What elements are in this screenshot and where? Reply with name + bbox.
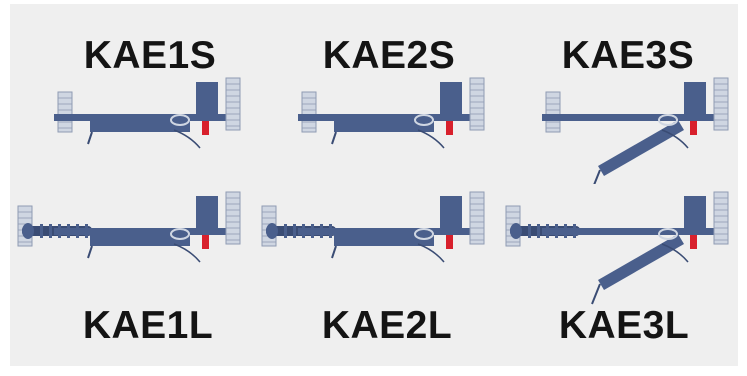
- label-kae3s: KAE3S: [561, 34, 695, 77]
- vertical-block: [196, 196, 218, 230]
- spring-wire: [661, 129, 689, 149]
- vertical-block: [440, 82, 462, 116]
- label-kae1s: KAE1S: [83, 34, 217, 77]
- clamp-hook: [87, 245, 93, 259]
- latch-curl: [658, 114, 678, 126]
- bolt-icon: [713, 191, 729, 245]
- latch-curl: [170, 228, 190, 240]
- rail-bar: [54, 228, 240, 235]
- clamp-hook: [591, 283, 601, 305]
- rail-bar: [298, 228, 484, 235]
- red-indicator: [690, 121, 697, 135]
- rail-bar: [542, 114, 728, 121]
- latch-curl: [170, 114, 190, 126]
- clamp-body: [90, 232, 190, 246]
- clamp-body: [334, 118, 434, 132]
- clamp-hook: [593, 169, 601, 184]
- red-indicator: [202, 235, 209, 249]
- latch-curl: [658, 228, 678, 240]
- red-indicator: [446, 235, 453, 249]
- red-indicator: [690, 235, 697, 249]
- spring-wire: [173, 129, 201, 149]
- rail-bar: [542, 228, 728, 235]
- label-kae1l: KAE1L: [82, 304, 214, 347]
- device-kae1l: [17, 191, 241, 263]
- angled-clamp-arm: [598, 234, 684, 290]
- device-kae3s: [542, 77, 729, 184]
- product-variant-panel: [10, 4, 738, 366]
- device-kae3l: [505, 191, 729, 305]
- bolt-icon: [469, 191, 485, 245]
- angled-clamp-arm: [598, 120, 684, 176]
- bolt-icon: [57, 91, 73, 133]
- bolt-icon: [225, 191, 241, 245]
- vertical-block: [684, 82, 706, 116]
- clamp-hook: [331, 131, 337, 145]
- bolt-icon: [545, 91, 561, 133]
- clamp-hook: [87, 131, 93, 145]
- latch-curl: [414, 114, 434, 126]
- device-kae2s: [298, 77, 485, 149]
- bolt-icon: [713, 77, 729, 131]
- clamp-hook: [331, 245, 337, 259]
- bolt-icon: [301, 91, 317, 133]
- bolt-icon: [225, 77, 241, 131]
- vertical-block: [684, 196, 706, 230]
- latch-curl: [414, 228, 434, 240]
- label-kae2l: KAE2L: [321, 304, 453, 347]
- spring-wire: [661, 243, 689, 263]
- device-kae2l: [261, 191, 485, 263]
- device-kae1s: [54, 77, 241, 149]
- label-kae2s: KAE2S: [322, 34, 456, 77]
- rail-bar: [54, 114, 240, 121]
- clamp-body: [334, 232, 434, 246]
- vertical-block: [440, 196, 462, 230]
- spring-wire: [417, 129, 445, 149]
- bolt-icon: [469, 77, 485, 131]
- red-indicator: [446, 121, 453, 135]
- red-indicator: [202, 121, 209, 135]
- spring-wire: [173, 243, 201, 263]
- spring-wire: [417, 243, 445, 263]
- label-kae3l: KAE3L: [558, 304, 690, 347]
- rail-bar: [298, 114, 484, 121]
- vertical-block: [196, 82, 218, 116]
- clamp-body: [90, 118, 190, 132]
